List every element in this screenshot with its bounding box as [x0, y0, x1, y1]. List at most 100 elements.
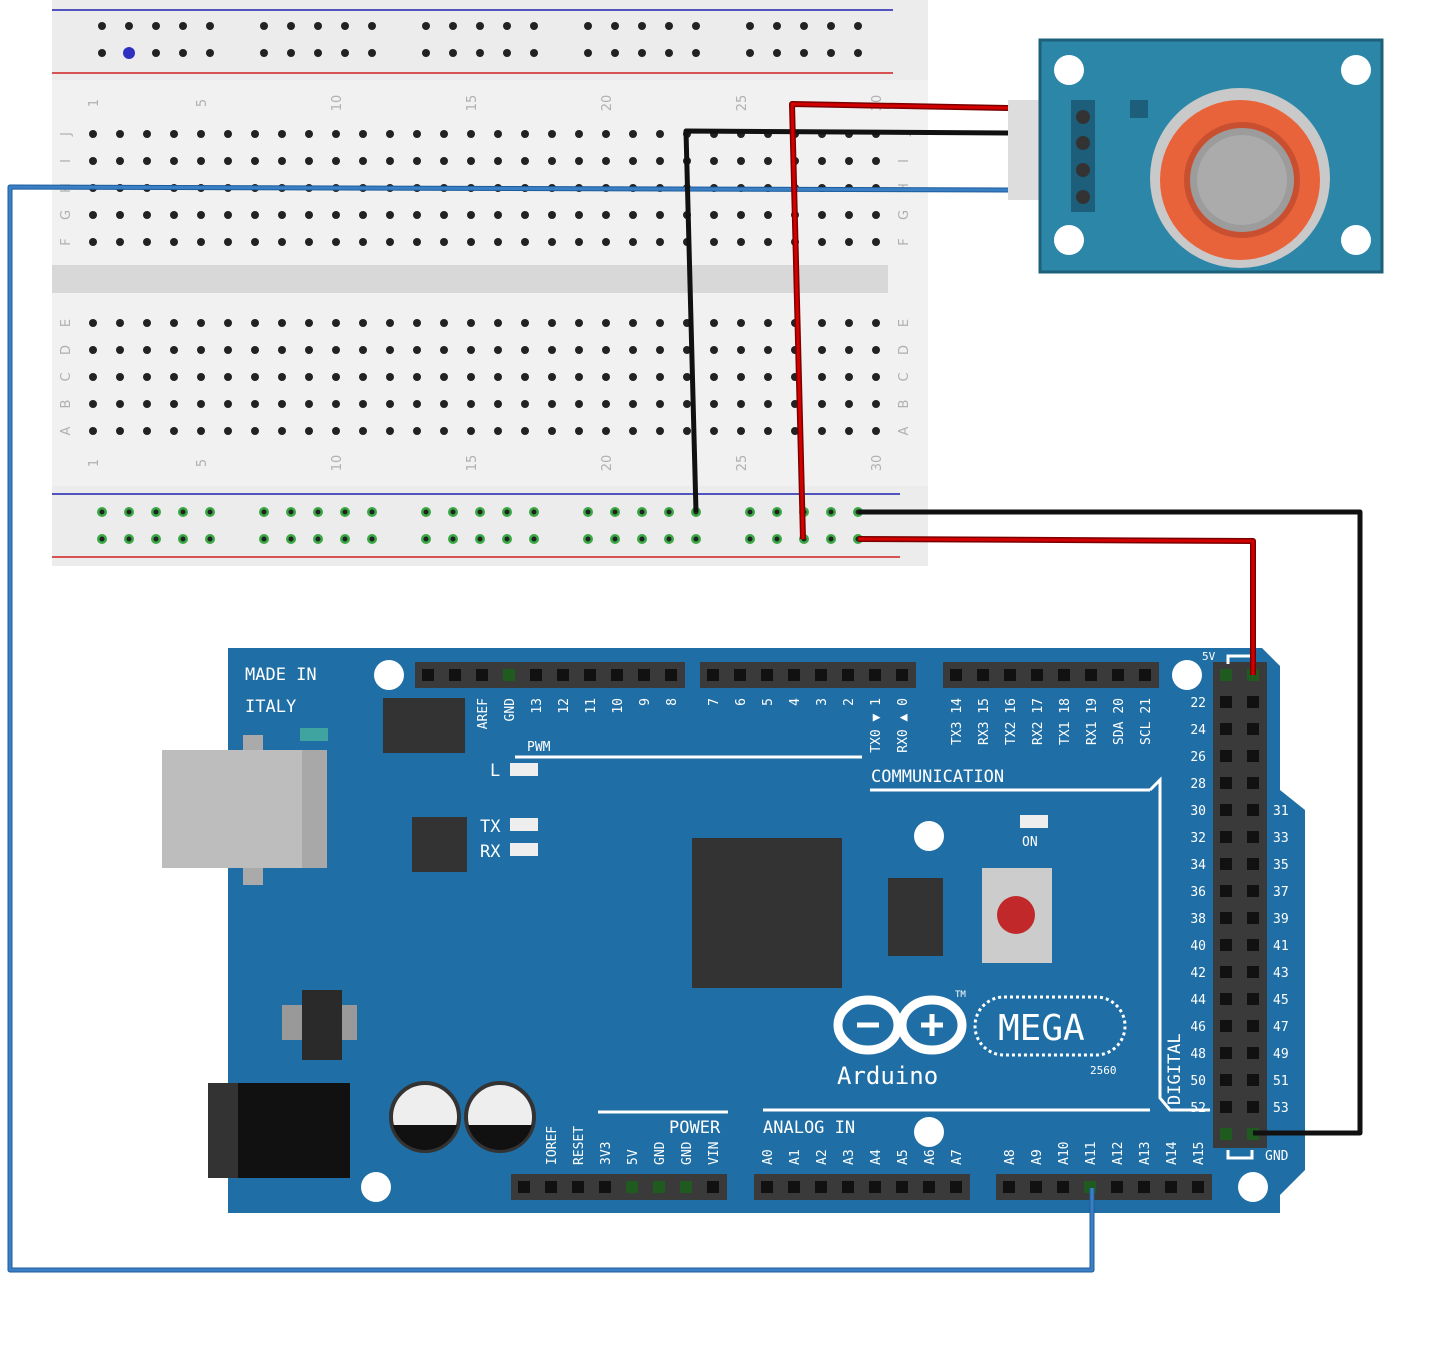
breadboard-hole[interactable] — [440, 346, 448, 354]
rail-hole[interactable] — [584, 22, 592, 30]
breadboard-hole[interactable] — [575, 238, 583, 246]
breadboard-hole[interactable] — [278, 400, 286, 408]
header-pin[interactable] — [1192, 1181, 1204, 1193]
breadboard-hole[interactable] — [494, 157, 502, 165]
rail-hole[interactable] — [854, 22, 862, 30]
header-pin[interactable] — [1138, 1181, 1150, 1193]
header-pin[interactable] — [422, 669, 434, 681]
rail-hole[interactable] — [206, 49, 214, 57]
breadboard-hole[interactable] — [386, 211, 394, 219]
header-pin[interactable] — [761, 669, 773, 681]
breadboard-hole[interactable] — [89, 373, 97, 381]
breadboard-hole[interactable] — [224, 346, 232, 354]
breadboard-hole[interactable] — [737, 427, 745, 435]
header-pin[interactable] — [1247, 858, 1259, 870]
rail-hole[interactable] — [692, 22, 700, 30]
rail-hole[interactable] — [341, 22, 349, 30]
breadboard-hole[interactable] — [656, 373, 664, 381]
breadboard-hole[interactable] — [575, 400, 583, 408]
rail-hole[interactable] — [287, 22, 295, 30]
breadboard-hole[interactable] — [602, 373, 610, 381]
breadboard-hole[interactable] — [710, 211, 718, 219]
header-pin[interactable] — [734, 669, 746, 681]
header-pin[interactable] — [1139, 669, 1151, 681]
breadboard-hole[interactable] — [710, 319, 718, 327]
header-pin[interactable] — [1220, 804, 1232, 816]
breadboard-hole[interactable] — [872, 211, 880, 219]
breadboard-hole[interactable] — [521, 346, 529, 354]
breadboard-hole[interactable] — [143, 400, 151, 408]
rail-hole[interactable] — [152, 49, 160, 57]
rail-hole[interactable] — [260, 49, 268, 57]
header-pin[interactable] — [1057, 1181, 1069, 1193]
breadboard-hole[interactable] — [305, 157, 313, 165]
breadboard-hole[interactable] — [359, 400, 367, 408]
breadboard-hole[interactable] — [197, 211, 205, 219]
breadboard-hole[interactable] — [521, 400, 529, 408]
header-pin[interactable] — [707, 1181, 719, 1193]
header-pin[interactable] — [449, 669, 461, 681]
breadboard-hole[interactable] — [413, 130, 421, 138]
breadboard-hole[interactable] — [224, 238, 232, 246]
breadboard-hole[interactable] — [386, 427, 394, 435]
breadboard-hole[interactable] — [89, 427, 97, 435]
rail-hole[interactable] — [611, 49, 619, 57]
rail-hole[interactable] — [287, 49, 295, 57]
header-pin[interactable] — [815, 669, 827, 681]
breadboard-hole[interactable] — [386, 238, 394, 246]
breadboard-hole[interactable] — [143, 319, 151, 327]
breadboard-hole[interactable] — [575, 373, 583, 381]
breadboard-hole[interactable] — [818, 373, 826, 381]
breadboard-hole[interactable] — [440, 157, 448, 165]
header-pin[interactable] — [1003, 1181, 1015, 1193]
breadboard-hole[interactable] — [521, 130, 529, 138]
header-pin[interactable] — [896, 669, 908, 681]
breadboard-hole[interactable] — [332, 346, 340, 354]
breadboard-hole[interactable] — [818, 346, 826, 354]
breadboard-hole[interactable] — [170, 346, 178, 354]
breadboard-hole[interactable] — [818, 400, 826, 408]
header-pin[interactable] — [842, 1181, 854, 1193]
breadboard-hole[interactable] — [305, 427, 313, 435]
rail-hole[interactable] — [638, 22, 646, 30]
rail-hole[interactable] — [746, 49, 754, 57]
header-pin[interactable] — [842, 669, 854, 681]
breadboard-hole[interactable] — [197, 130, 205, 138]
breadboard-hole[interactable] — [440, 319, 448, 327]
rail-hole[interactable] — [98, 49, 106, 57]
header-pin[interactable] — [572, 1181, 584, 1193]
breadboard-hole[interactable] — [764, 427, 772, 435]
breadboard-hole[interactable] — [548, 238, 556, 246]
breadboard-hole[interactable] — [548, 427, 556, 435]
header-pin[interactable] — [896, 1181, 908, 1193]
breadboard-hole[interactable] — [575, 346, 583, 354]
breadboard-hole[interactable] — [197, 373, 205, 381]
breadboard-hole[interactable] — [467, 427, 475, 435]
rail-hole[interactable] — [314, 22, 322, 30]
breadboard-hole[interactable] — [467, 157, 475, 165]
breadboard-hole[interactable] — [845, 346, 853, 354]
breadboard-hole[interactable] — [278, 157, 286, 165]
breadboard-hole[interactable] — [872, 400, 880, 408]
breadboard-hole[interactable] — [386, 346, 394, 354]
breadboard-hole[interactable] — [332, 211, 340, 219]
breadboard-hole[interactable] — [575, 130, 583, 138]
breadboard-hole[interactable] — [143, 238, 151, 246]
breadboard-hole[interactable] — [656, 130, 664, 138]
breadboard-hole[interactable] — [629, 427, 637, 435]
breadboard-hole[interactable] — [251, 427, 259, 435]
header-pin[interactable] — [1220, 939, 1232, 951]
breadboard-hole[interactable] — [764, 157, 772, 165]
breadboard-hole[interactable] — [251, 211, 259, 219]
rail-hole[interactable] — [746, 22, 754, 30]
breadboard-hole[interactable] — [521, 238, 529, 246]
breadboard-hole[interactable] — [278, 211, 286, 219]
rail-hole[interactable] — [800, 22, 808, 30]
reset-button-cap[interactable] — [997, 896, 1035, 934]
breadboard-hole[interactable] — [737, 319, 745, 327]
breadboard-hole[interactable] — [332, 130, 340, 138]
rail-hole[interactable] — [422, 22, 430, 30]
breadboard-hole[interactable] — [494, 373, 502, 381]
rail-hole[interactable] — [341, 49, 349, 57]
breadboard-hole[interactable] — [494, 400, 502, 408]
